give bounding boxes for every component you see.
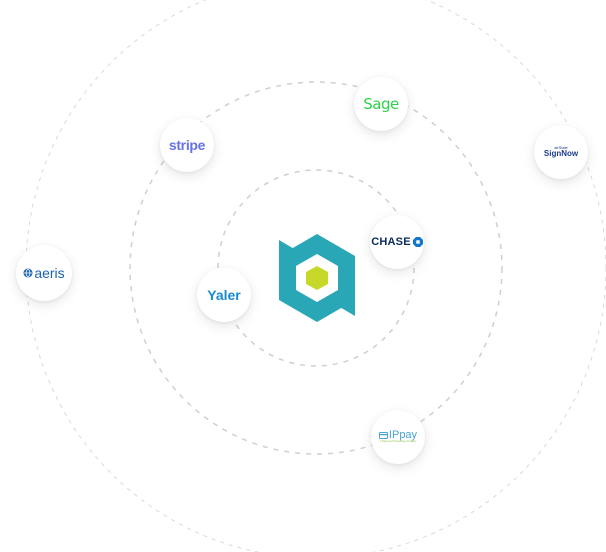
ippay-sub-label: A Payment Processing Company	[379, 440, 417, 444]
middle-orbit	[129, 81, 503, 455]
partner-yaler[interactable]: Yaler	[197, 268, 251, 322]
partner-signnow[interactable]: airSlate SignNow	[534, 125, 588, 179]
chase-octagon-icon	[412, 237, 423, 247]
partner-ippay[interactable]: IPpay A Payment Processing Company	[371, 410, 425, 464]
signnow-top-label: airSlate	[554, 145, 568, 150]
ippay-card-icon	[378, 432, 388, 440]
aeris-logo: aeris	[23, 265, 65, 281]
aeris-globe-icon	[23, 268, 33, 278]
ippay-label: IPpay	[388, 429, 418, 442]
chase-label: CHASE	[371, 236, 411, 248]
inner-orbit	[217, 169, 415, 367]
aeris-label: aeris	[34, 265, 65, 281]
yaler-logo: Yaler	[207, 287, 241, 303]
chase-logo: CHASE	[371, 236, 423, 248]
partner-sage[interactable]: Sage	[354, 77, 408, 131]
partner-chase[interactable]: CHASE	[370, 215, 424, 269]
ippay-logo: IPpay A Payment Processing Company	[378, 429, 418, 444]
signnow-logo: airSlate SignNow	[544, 146, 578, 158]
stripe-logo: stripe	[168, 137, 206, 153]
partner-aeris[interactable]: aeris	[16, 245, 72, 301]
partner-stripe[interactable]: stripe	[160, 118, 214, 172]
center-logo-icon	[279, 234, 355, 322]
signnow-label: SignNow	[543, 149, 579, 158]
sage-logo: Sage	[363, 95, 399, 113]
